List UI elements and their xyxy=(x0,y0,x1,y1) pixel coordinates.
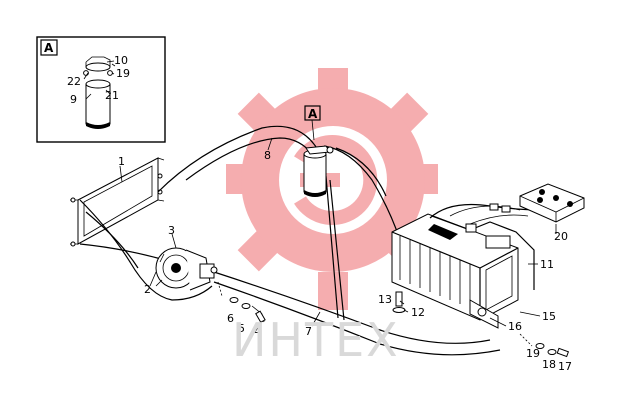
label-part-5: 5 xyxy=(238,322,245,335)
label-part-8: 8 xyxy=(264,149,271,162)
label-part-15: 15 xyxy=(542,310,556,323)
label-part-19-detail: 19 xyxy=(116,67,130,80)
compressor xyxy=(155,247,218,291)
label-part-20: 20 xyxy=(554,230,568,243)
label-part-21: 21 xyxy=(105,89,119,102)
fasteners-bottom xyxy=(519,333,570,358)
fasteners-right xyxy=(392,291,406,313)
part-labels: 1 2 3 4 5 6 7 8 9 10 11 12 13 15 16 17 1… xyxy=(67,54,572,373)
label-part-10: 10 xyxy=(114,54,128,67)
receiver-drier xyxy=(303,145,334,197)
detail-callout-tag: A xyxy=(308,107,318,121)
detail-box-tag: A xyxy=(44,41,54,55)
label-part-11: 11 xyxy=(540,258,554,271)
condenser xyxy=(70,157,165,247)
fasteners-left xyxy=(217,281,266,324)
hvac-unit xyxy=(391,213,535,329)
label-part-7: 7 xyxy=(305,325,312,338)
label-part-13: 13 xyxy=(378,293,392,306)
control-panel xyxy=(519,183,585,223)
label-part-12: 12 xyxy=(411,306,425,319)
detail-callout-a: A xyxy=(304,105,321,141)
label-part-4: 4 xyxy=(254,325,261,338)
refrigerant-hoses xyxy=(79,125,501,356)
label-part-6: 6 xyxy=(227,312,234,325)
label-part-9: 9 xyxy=(70,93,77,106)
label-part-19-main: 19 xyxy=(526,347,540,360)
label-part-16: 16 xyxy=(508,320,522,333)
label-part-1: 1 xyxy=(118,155,125,168)
control-cables xyxy=(429,203,541,225)
label-part-17: 17 xyxy=(558,360,572,373)
detail-box-a: A xyxy=(36,36,166,143)
label-part-18: 18 xyxy=(542,358,556,371)
watermark-text: ИНТЕХ xyxy=(232,313,400,367)
label-part-3: 3 xyxy=(168,224,175,237)
leader-lines xyxy=(119,137,557,327)
label-part-22: 22 xyxy=(67,75,81,88)
label-part-2: 2 xyxy=(144,283,151,296)
